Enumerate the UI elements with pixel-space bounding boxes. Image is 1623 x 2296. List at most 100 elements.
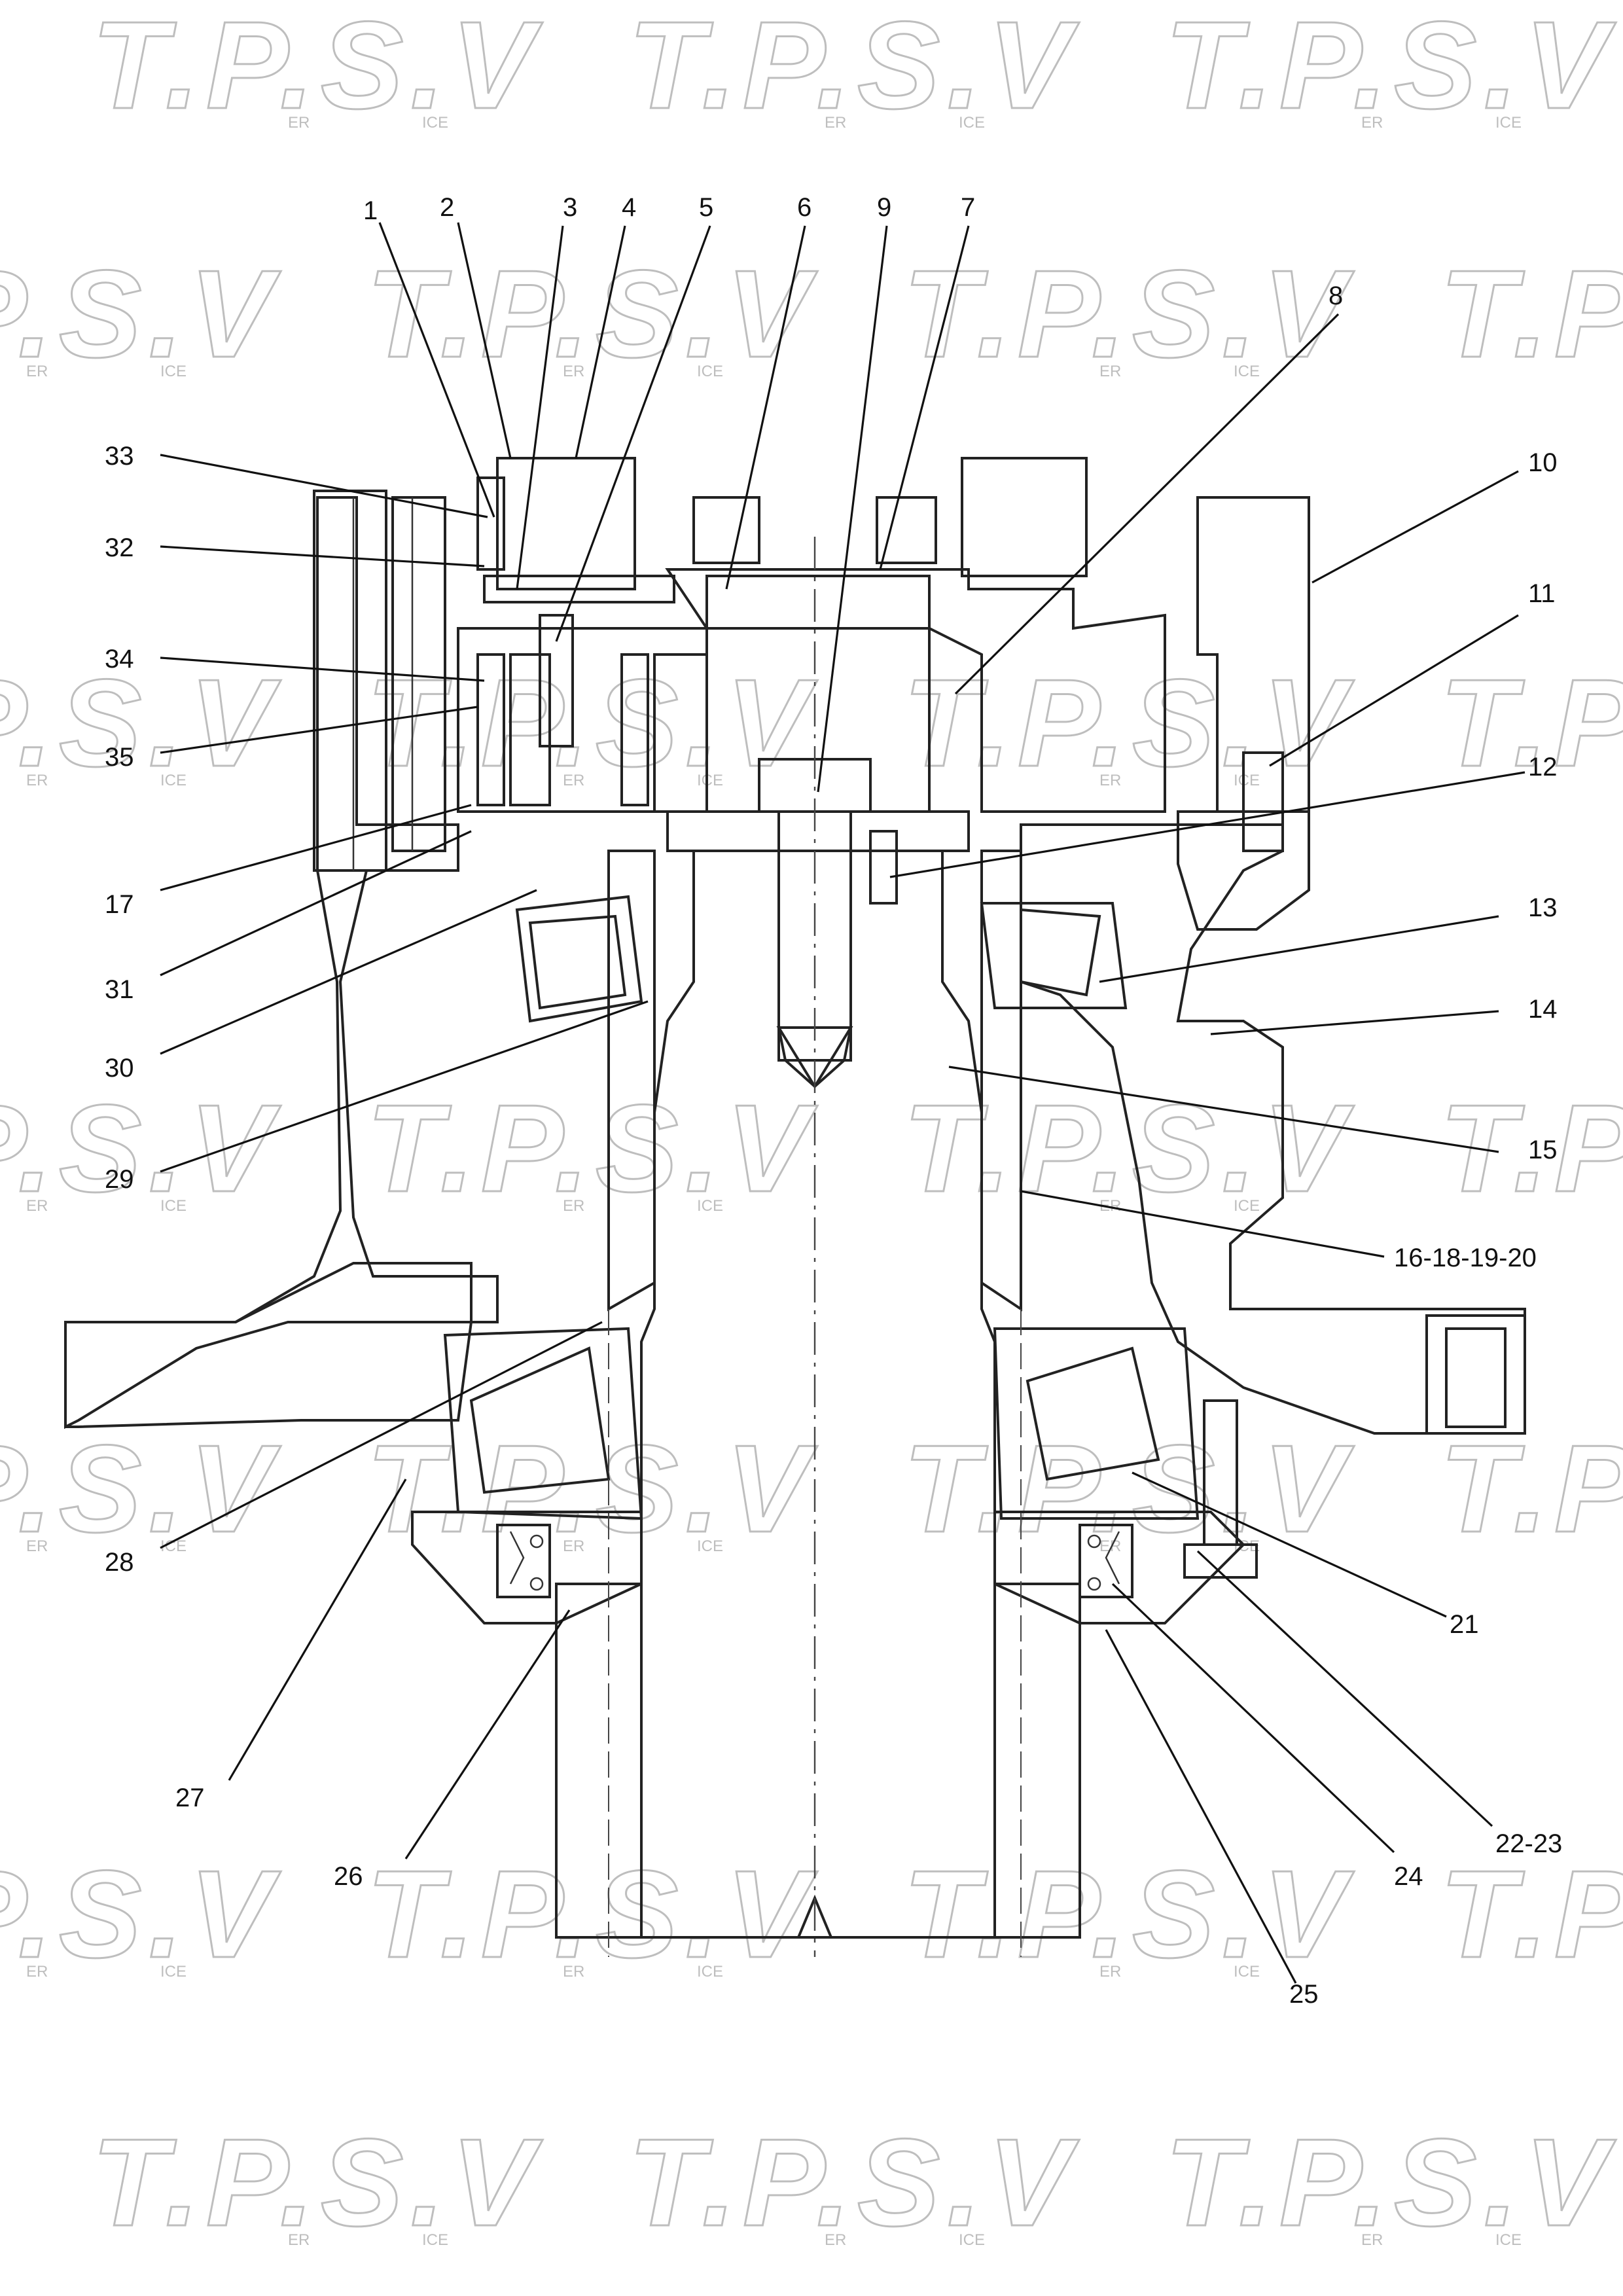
watermark-sub-left: ER: [1099, 1537, 1121, 1555]
watermark-sub-right: ICE: [1234, 1197, 1260, 1215]
watermark-sub-left: ER: [288, 2231, 310, 2249]
callout-2: 2: [440, 193, 454, 222]
watermark-sub-right: ICE: [697, 1537, 723, 1555]
callout-6: 6: [797, 193, 812, 222]
leader-line: [1020, 1190, 1385, 1258]
callout-30: 30: [105, 1054, 134, 1083]
watermark-brand: T.P.S.V: [366, 245, 817, 384]
watermark-brand: T.P.S.V: [903, 1079, 1354, 1218]
watermark-sub-right: ICE: [160, 772, 187, 789]
leader-line: [160, 706, 478, 754]
bracket-lower: [1177, 810, 1310, 931]
watermark-sub-left: ER: [1099, 1963, 1121, 1981]
spindle-housing-left: [555, 1583, 643, 1939]
watermark-brand: T.P.S.V: [366, 1845, 817, 1984]
leader-line: [954, 313, 1340, 695]
spindle-housing-right: [993, 1583, 1081, 1939]
leader-line: [725, 225, 806, 590]
watermark-brand: T.P.S.V: [0, 1079, 281, 1218]
watermark-brand: T.P.S.V: [1440, 245, 1623, 384]
leader-line: [1111, 1583, 1395, 1854]
callout-1: 1: [363, 196, 378, 225]
watermark-sub-right: ICE: [160, 363, 187, 380]
leader-line: [160, 656, 485, 682]
watermark-sub-right: ICE: [959, 2231, 985, 2249]
leader-line: [404, 1609, 571, 1859]
callout-27: 27: [175, 1784, 205, 1812]
leader-line: [1105, 1629, 1297, 1984]
leader-line: [1196, 1550, 1493, 1827]
watermark-brand: T.P.S.V: [903, 654, 1354, 793]
callout-24: 24: [1394, 1862, 1423, 1891]
callout-8: 8: [1329, 281, 1343, 310]
cap-block: [496, 457, 636, 590]
planet-gear: [509, 653, 551, 806]
watermark-sub-left: ER: [26, 1197, 48, 1215]
taper-bearing-lower-right: [993, 1327, 1200, 1520]
watermark-logo: T.P.S.VER ICE: [91, 2113, 543, 2253]
watermark-sub-right: ICE: [1234, 772, 1260, 789]
callout-14: 14: [1528, 995, 1558, 1024]
callout-31: 31: [105, 975, 134, 1004]
leader-line: [1099, 915, 1499, 983]
callout-33: 33: [105, 442, 134, 471]
watermark-brand: T.P.S.V: [903, 245, 1354, 384]
callout-leaders: [160, 222, 1525, 1984]
leader-line: [1132, 1471, 1447, 1618]
leader-line: [516, 225, 564, 590]
top-ring: [961, 457, 1088, 577]
bolt-head-top: [876, 496, 937, 564]
watermark-sub-left: ER: [288, 114, 310, 132]
watermark-sub-right: ICE: [422, 114, 448, 132]
leader-line: [889, 771, 1525, 878]
leader-line: [160, 830, 472, 977]
leader-line: [160, 804, 472, 891]
callout-29: 29: [105, 1165, 134, 1194]
callout-5: 5: [699, 193, 713, 222]
watermark-sub-left: ER: [26, 1537, 48, 1555]
watermark-sub-left: ER: [26, 772, 48, 789]
watermark-sub-left: ER: [563, 1963, 584, 1981]
watermark-brand: T.P.S.V: [92, 2113, 543, 2252]
shaft-sleeve-left: [607, 850, 656, 1312]
leader-line: [160, 889, 537, 1055]
watermark-brand: T.P.S.V: [1440, 1079, 1623, 1218]
watermark-sub-right: ICE: [160, 1197, 187, 1215]
watermark-sub-right: ICE: [160, 1963, 187, 1981]
watermark-sub-right: ICE: [422, 2231, 448, 2249]
watermark-sub-right: ICE: [1495, 114, 1522, 132]
watermark-brand: T.P.S.V: [628, 2113, 1079, 2252]
leader-line: [228, 1479, 407, 1781]
dowel-pin: [869, 830, 898, 905]
callout-10: 10: [1528, 448, 1558, 477]
oil-seal-left: [496, 1524, 551, 1598]
pin-bolt: [539, 614, 574, 747]
callout-32: 32: [105, 533, 134, 562]
watermark-sub-left: ER: [1099, 772, 1121, 789]
right-flange-inner: [1445, 1327, 1507, 1428]
watermark-sub-left: ER: [563, 363, 584, 380]
watermark-brand: T.P.S.V: [0, 1845, 281, 1984]
watermark-brand: T.P.S.V: [0, 245, 281, 384]
cap-small: [476, 476, 505, 571]
watermark-logo: T.P.S.VER ICE: [902, 653, 1354, 794]
watermark-sub-right: ICE: [1495, 2231, 1522, 2249]
taper-bearing-upper-left: [515, 895, 643, 1023]
watermark-brand: T.P.S.V: [1440, 1845, 1623, 1984]
